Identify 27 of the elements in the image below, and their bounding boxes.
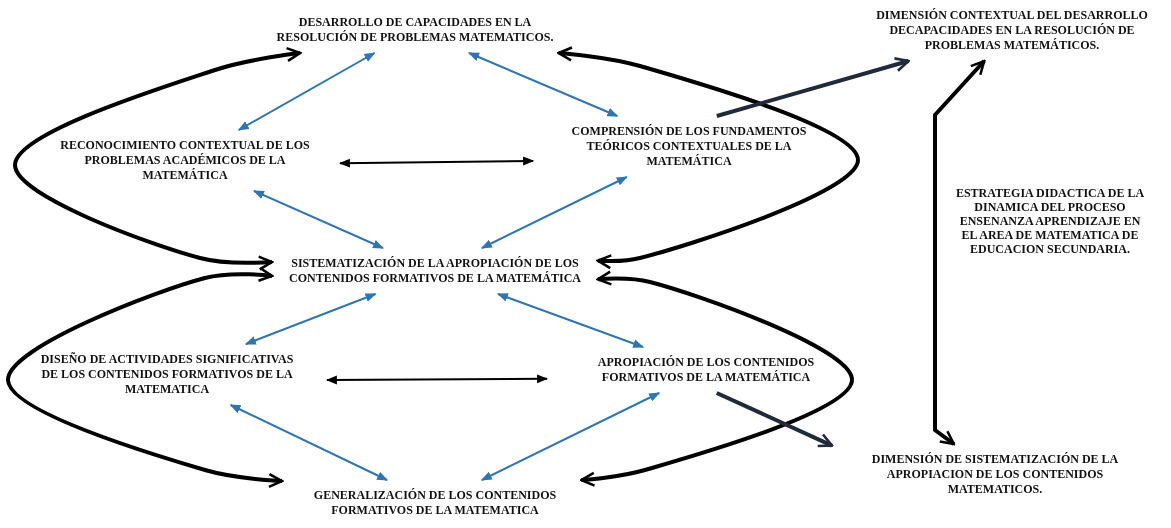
arrow bbox=[468, 52, 619, 117]
arrow bbox=[715, 391, 834, 448]
arrow bbox=[325, 374, 549, 385]
arrow bbox=[244, 293, 377, 345]
concept-text: DESARROLLO DE CAPACIDADES EN LA RESOLUCIÓN DE PROBLEMAS MATEMATICOS. bbox=[275, 15, 555, 45]
arrow bbox=[716, 57, 910, 118]
curved-arrow bbox=[580, 270, 854, 487]
concept-text: DIMENSIÓN DE SISTEMATIZACIÓN DE LA APROPIACION DE LOS CONTENIDOS MATEMATICOS. bbox=[870, 452, 1120, 497]
arrow bbox=[480, 176, 628, 249]
curved-arrow bbox=[557, 46, 860, 270]
arrow bbox=[253, 190, 384, 249]
concept-text: COMPRENSIÓN DE LOS FUNDAMENTOS TEÓRICOS CONTEXTUALES DE LA MATEMÁTICA bbox=[570, 124, 808, 169]
concept-text: DISEÑO DE ACTIVIDADES SIGNIFICATIVAS DE LOS CONTENIDOS FORMATIVOS DE LA MATEMATICA bbox=[39, 352, 295, 397]
arrow bbox=[933, 59, 986, 446]
arrow bbox=[229, 404, 389, 481]
arrow bbox=[338, 156, 535, 168]
arrow bbox=[237, 52, 376, 131]
concept-text: APROPIACIÓN DE LOS CONTENIDOS FORMATIVOS DE LA MATEMÁTICA bbox=[596, 355, 816, 385]
concept-text: DIMENSIÓN CONTEXTUAL DEL DESARROLLO DECAPACIDADES EN LA RESOLUCIÓN DE PROBLEMAS MATEMÁTICOS. bbox=[875, 8, 1149, 53]
concept-text: RECONOCIMIENTO CONTEXTUAL DE LOS PROBLEMAS ACADÉMICOS DE LA MATEMÁTICA bbox=[59, 138, 311, 183]
arrow bbox=[496, 293, 645, 348]
curved-arrow bbox=[6, 266, 284, 489]
concept-text: SISTEMATIZACIÓN DE LA APROPIACIÓN DE LOS CONTENIDOS FORMATIVOS DE LA MATEMÁTICA bbox=[288, 256, 582, 286]
concept-text: GENERALIZACIÓN DE LOS CONTENIDOS FORMATIVOS DE LA MATEMATICA bbox=[312, 488, 558, 518]
central-strategy-text: ESTRATEGIA DIDACTICA DE LA DINAMICA DEL PROCESO ENSENANZA APRENDIZAJE EN EL AREA DE MATEMATICA DE EDUCACION SECUNDARIA. bbox=[955, 186, 1145, 256]
arrow bbox=[480, 392, 661, 481]
curved-arrow bbox=[13, 46, 302, 271]
